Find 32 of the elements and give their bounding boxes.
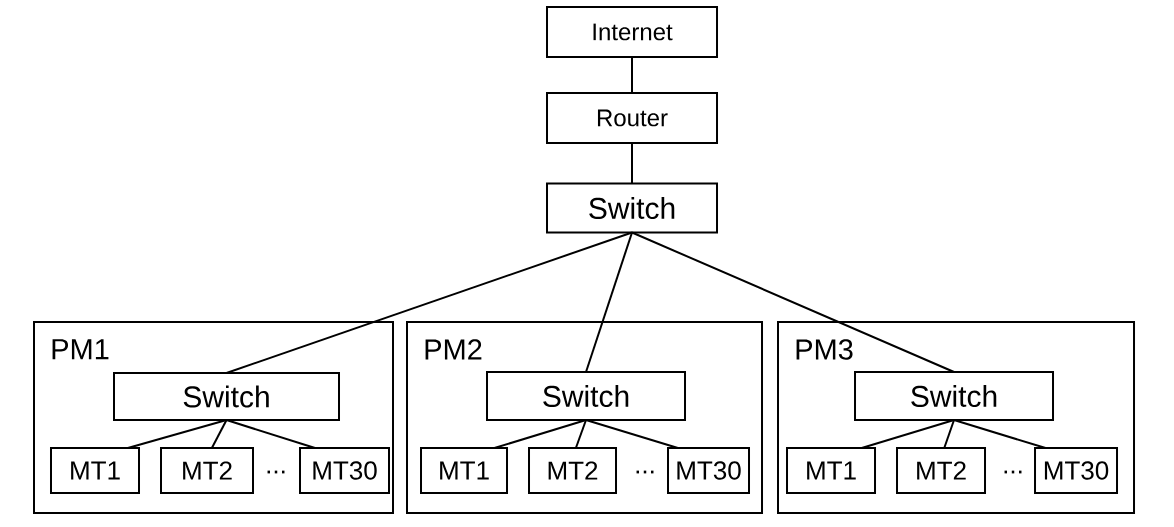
connector-line <box>493 419 587 449</box>
terminal-box: MT2 <box>896 447 986 494</box>
terminal-box: MT2 <box>160 447 254 494</box>
switch-box: Switch <box>113 372 340 421</box>
connector-line <box>225 419 316 449</box>
ellipsis-text: ... <box>636 470 654 474</box>
terminal-box: MT1 <box>420 447 508 494</box>
node-box: Internet <box>546 6 718 58</box>
switch-box: Switch <box>854 371 1054 421</box>
connector-line <box>631 56 633 94</box>
connector-line <box>943 419 955 449</box>
connector-line <box>631 142 633 185</box>
connector-line <box>953 419 1047 449</box>
connector-line <box>860 419 955 449</box>
terminal-box: MT1 <box>50 447 140 494</box>
ellipsis-text: ... <box>267 470 285 474</box>
switch-box: Switch <box>486 371 686 421</box>
ellipsis-text: ... <box>1004 470 1022 474</box>
terminal-box: MT2 <box>528 447 617 494</box>
connector-line <box>585 419 679 449</box>
connector-line <box>210 419 228 449</box>
node-box: Router <box>546 92 718 144</box>
connector-line <box>225 231 633 374</box>
terminal-box: MT30 <box>1034 447 1118 494</box>
connector-line <box>631 231 955 373</box>
terminal-box: MT30 <box>667 447 750 494</box>
terminal-box: MT30 <box>299 447 390 494</box>
connector-line <box>126 419 228 449</box>
terminal-box: MT1 <box>786 447 876 494</box>
connector-line <box>585 231 633 373</box>
switch-box: Switch <box>546 182 718 234</box>
connector-line <box>574 419 587 449</box>
